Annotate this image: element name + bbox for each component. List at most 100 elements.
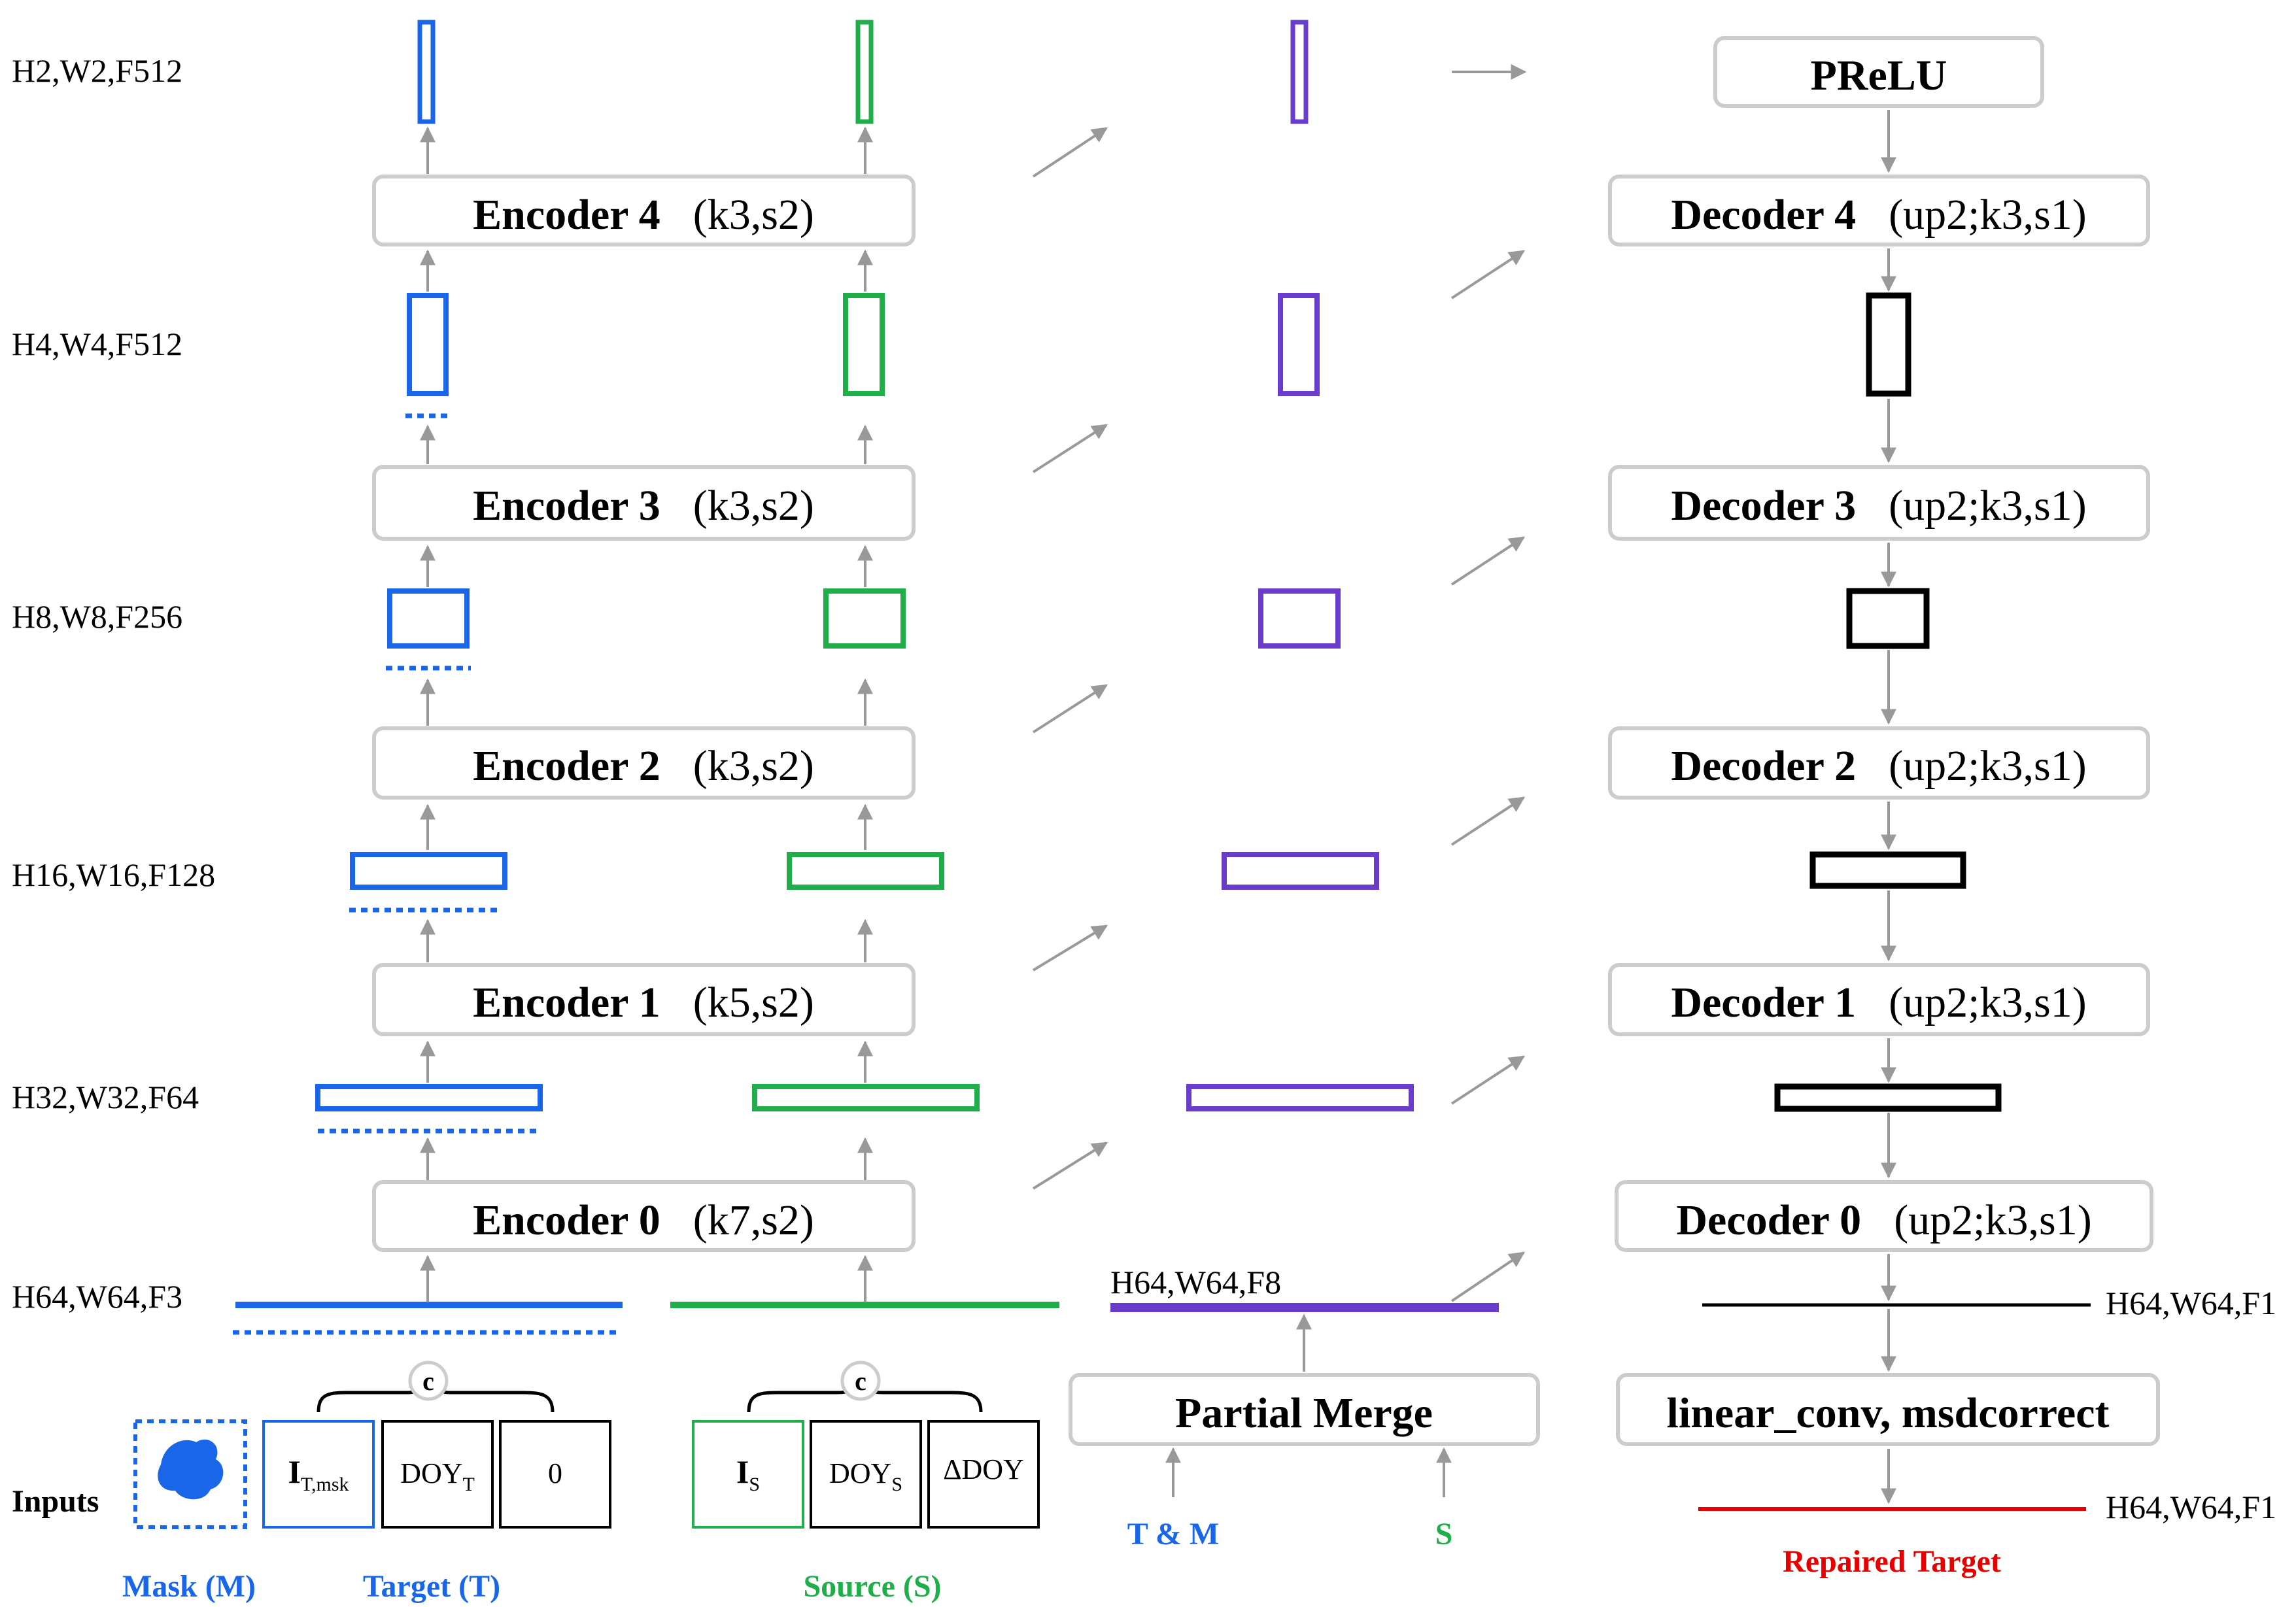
decoder-2: Decoder 2 (up2;k3,s1) [1608,726,2150,800]
svg-text:Encoder 1(k5,s2): Encoder 1 (k5,s2) [473,979,814,1026]
encoder-4: Encoder 4 (k3,s2) [372,175,916,246]
mask-caption: Mask (M) [122,1569,256,1604]
green-map-h8 [823,588,906,649]
merge-input-s: S [1435,1517,1453,1551]
source-caption: Source (S) [803,1569,941,1604]
black-map-h16 [1809,851,1966,889]
decoder-1: Decoder 1 (up2;k3,s1) [1608,963,2150,1036]
svg-text:c: c [855,1366,866,1396]
decoder-3: Decoder 3 (up2;k3,s1) [1608,465,2150,541]
source-cell-image: IS [736,1453,760,1495]
source-concat-icon: c [840,1361,881,1401]
purple-map-h4 [1278,293,1320,396]
svg-text:Encoder 4(k3,s2): Encoder 4 (k3,s2) [473,191,814,239]
flow-arrows [420,64,1896,1504]
purple-map-h2 [1290,20,1309,124]
green-map-h16 [787,852,944,890]
mask-cell [133,1419,247,1529]
encoder-1: Encoder 1 (k5,s2) [372,963,916,1036]
encoder-1-title: Encoder 1 [473,979,660,1026]
prelu-box: PReLU [1713,36,2044,108]
svg-text:Decoder 0(up2;k3,s1): Decoder 0 (up2;k3,s1) [1676,1196,2091,1244]
decoder-4: Decoder 4 (up2;k3,s1) [1608,175,2150,246]
svg-text:Encoder 0(k7,s2): Encoder 0 (k7,s2) [473,1196,814,1244]
encoder-0: Encoder 0 (k7,s2) [372,1180,916,1252]
decoder-4-param: (up2;k3,s1) [1889,191,2086,239]
svg-text:Decoder 4(up2;k3,s1): Decoder 4 (up2;k3,s1) [1671,191,2086,239]
partial-merge-label: Partial Merge [1175,1389,1433,1437]
target-concat-icon: c [408,1361,449,1401]
dim-label-dec-line: H64,W64,F1 [2106,1285,2276,1321]
encoder-2-param: (k3,s2) [693,742,814,790]
partial-merge-box: Partial Merge [1069,1373,1540,1446]
green-map-h4 [843,293,885,396]
encoder-3-param: (k3,s2) [693,482,814,530]
purple-feature-maps [1110,20,1499,1312]
svg-text:Encoder 3(k3,s2): Encoder 3 (k3,s2) [473,482,814,530]
decoder-0: Decoder 0 (up2;k3,s1) [1615,1180,2153,1252]
black-map-h4 [1866,292,1911,397]
dim-label-h16: H16,W16,F128 [12,856,215,893]
green-feature-maps [670,20,1059,1308]
source-cell-doy: DOYS [829,1457,902,1495]
green-map-h2 [855,20,874,124]
purple-map-h32 [1186,1084,1414,1111]
encoder-2: Encoder 2 (k3,s2) [372,726,916,800]
decoder-1-title: Decoder 1 [1671,979,1856,1026]
dim-label-h4: H4,W4,F512 [12,326,182,362]
repaired-target-caption: Repaired Target [1783,1544,2001,1579]
target-cell-image: IT,msk [288,1453,349,1495]
encoder-4-title: Encoder 4 [473,191,660,239]
blue-map-h16 [350,852,507,890]
dim-label-h2: H2,W2,F512 [12,52,182,89]
decoder-1-param: (up2;k3,s1) [1889,979,2086,1026]
dim-label-merge: H64,W64,F8 [1110,1264,1281,1300]
encoder-3-title: Encoder 3 [473,482,660,530]
inputs-label: Inputs [12,1484,99,1519]
decoder-3-title: Decoder 3 [1671,482,1856,530]
encoder-1-param: (k5,s2) [693,979,814,1026]
dim-label-out-line: H64,W64,F1 [2106,1489,2276,1525]
decoder-2-title: Decoder 2 [1671,742,1856,790]
prelu-label: PReLU [1811,52,1947,99]
linear-conv-box: linear_conv, msdcorrect [1616,1373,2160,1446]
svg-text:Decoder 3(up2;k3,s1): Decoder 3 (up2;k3,s1) [1671,482,2086,530]
source-cell-delta-doy: ΔDOY [943,1453,1024,1485]
blue-map-h2 [417,20,436,124]
svg-text:Decoder 1(up2;k3,s1): Decoder 1 (up2;k3,s1) [1671,979,2086,1026]
decoder-2-param: (up2;k3,s1) [1889,742,2086,790]
encoder-4-param: (k3,s2) [693,191,814,239]
encoder-0-param: (k7,s2) [693,1196,814,1244]
encoder-0-title: Encoder 0 [473,1196,660,1244]
decoder-0-param: (up2;k3,s1) [1894,1196,2091,1244]
target-caption: Target (T) [363,1569,500,1604]
green-map-h32 [752,1084,980,1111]
dim-label-h32: H32,W32,F64 [12,1079,199,1115]
purple-map-h8 [1258,588,1341,649]
linear-conv-label: linear_conv, msdcorrect [1667,1389,2110,1437]
target-cell-doy: DOYT [400,1457,475,1495]
blue-map-h8 [387,588,470,649]
dim-label-h64: H64,W64,F3 [12,1278,182,1315]
blue-feature-maps [233,20,623,1335]
purple-map-h16 [1222,852,1379,890]
decoder-3-param: (up2;k3,s1) [1889,482,2086,530]
mask-blob-icon [158,1439,224,1500]
decoder-4-title: Decoder 4 [1671,191,1856,239]
blue-map-h4 [407,293,449,396]
target-cell-zero: 0 [548,1457,562,1489]
black-feature-maps [1702,292,2091,1307]
svg-text:Decoder 2(up2;k3,s1): Decoder 2 (up2;k3,s1) [1671,742,2086,790]
svg-text:c: c [422,1366,434,1396]
encoder-2-title: Encoder 2 [473,742,660,790]
decoder-0-title: Decoder 0 [1676,1196,1861,1244]
black-map-h32 [1774,1083,2002,1112]
target-cells: IT,msk DOYT 0 [262,1420,611,1529]
blue-map-h32 [315,1084,543,1111]
svg-text:Encoder 2(k3,s2): Encoder 2 (k3,s2) [473,742,814,790]
dim-label-h8: H8,W8,F256 [12,598,182,635]
source-cells: IS DOYS ΔDOY [692,1420,1040,1529]
merge-input-tm: T & M [1127,1517,1219,1551]
encoder-3: Encoder 3 (k3,s2) [372,465,916,541]
